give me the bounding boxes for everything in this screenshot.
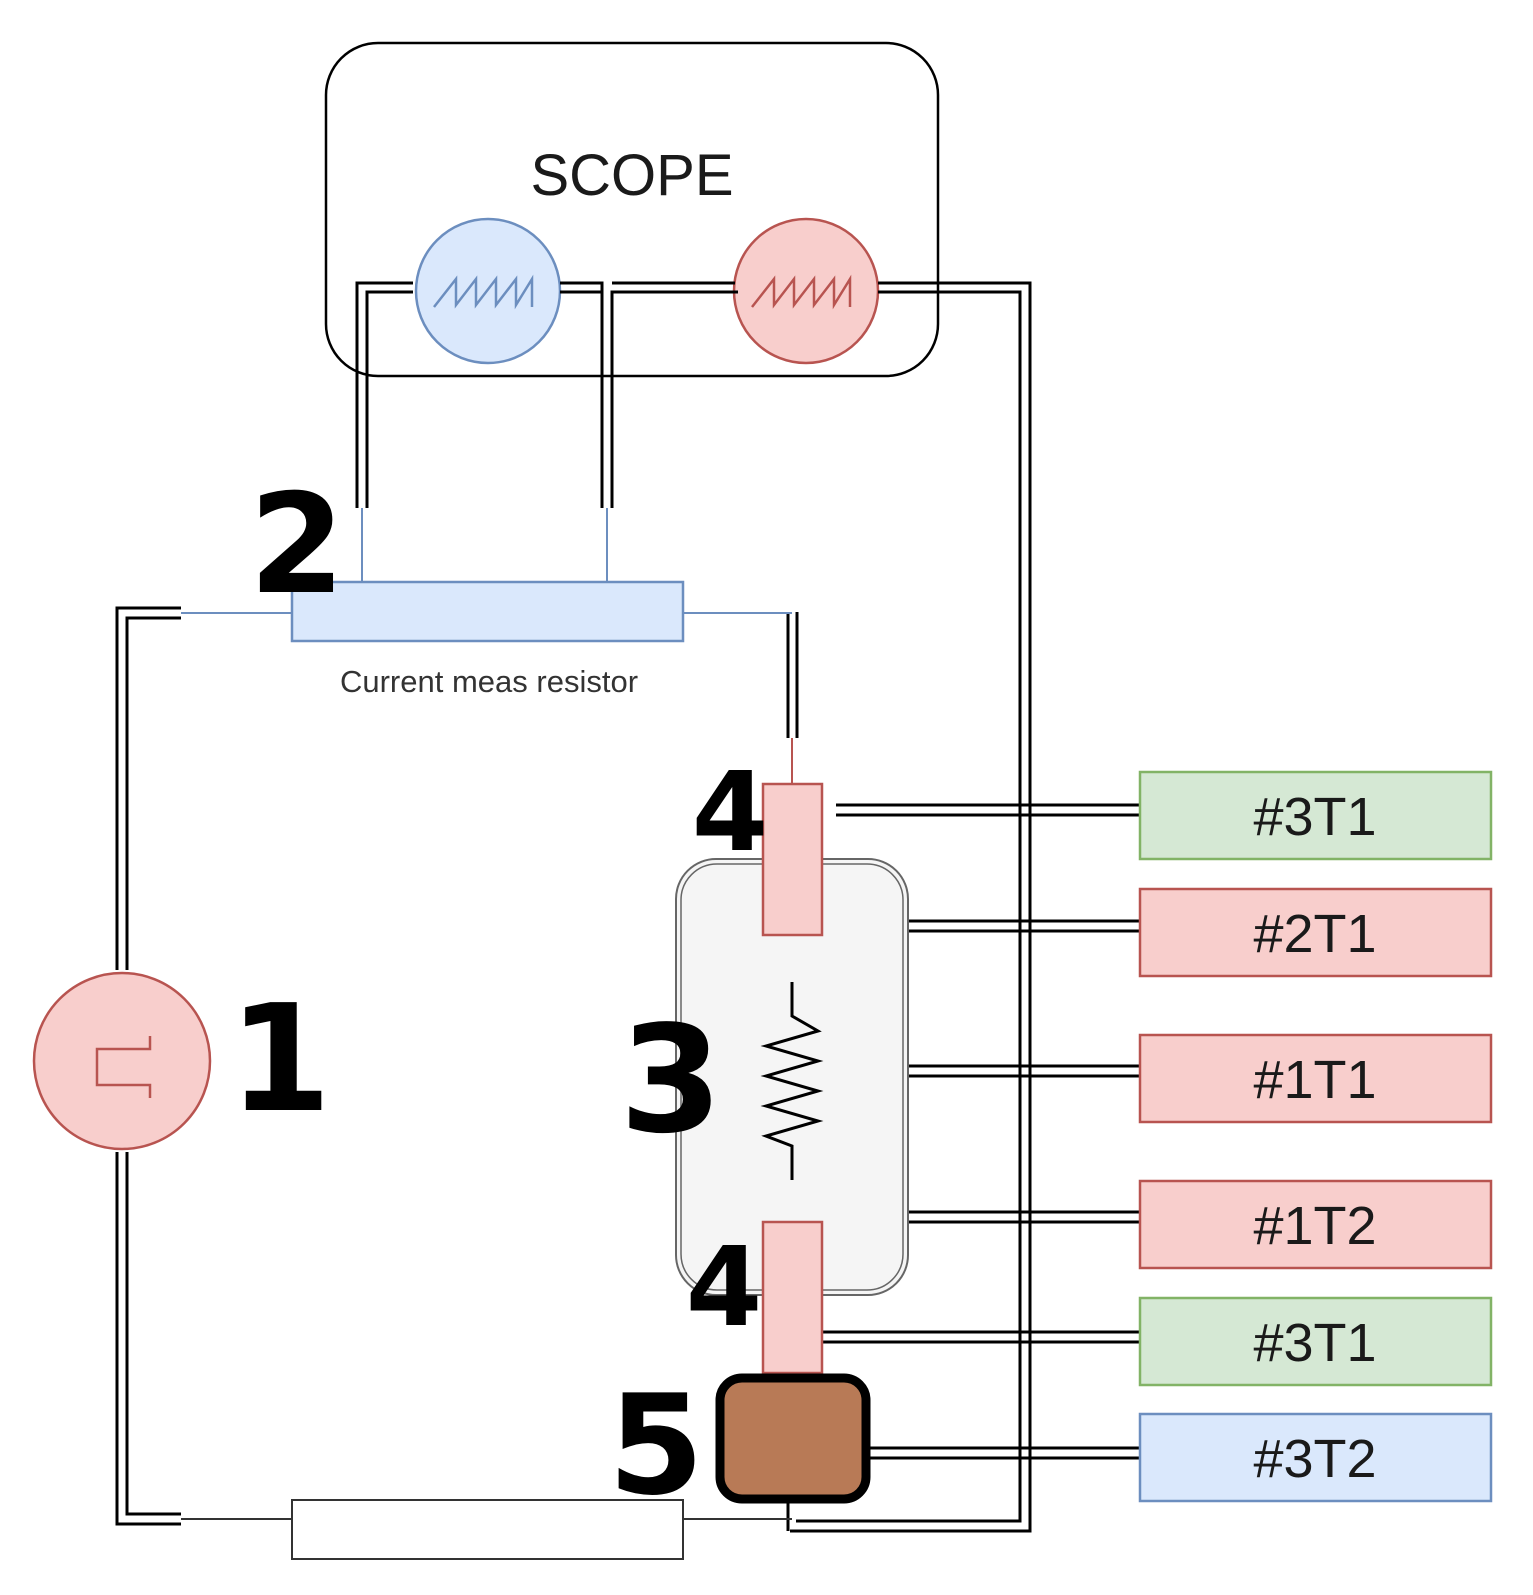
wire-left-bottom-inner xyxy=(125,1152,181,1516)
sensor-box-bg xyxy=(1138,887,1493,978)
number-5: 5 xyxy=(608,1365,704,1526)
sensor-box: #2T1 xyxy=(1138,887,1493,978)
wire-scope-mid-inner xyxy=(610,290,738,508)
top-electrode xyxy=(761,782,824,937)
source-circle xyxy=(32,971,212,1151)
wire-scope-left-outer xyxy=(355,281,413,508)
number-4-top: 4 xyxy=(692,748,769,876)
number-4-bottom: 4 xyxy=(686,1223,763,1351)
sensor-box: #1T1 xyxy=(1138,1033,1493,1124)
sensor-box: #3T1 xyxy=(1138,770,1493,861)
wire-left-top-outer xyxy=(115,606,181,970)
sensor-label: #3T1 xyxy=(1253,787,1376,847)
sensor-box: #3T2 xyxy=(1138,1412,1493,1503)
number-1: 1 xyxy=(229,973,332,1145)
sensor-box: #1T2 xyxy=(1138,1179,1493,1270)
current-meas-resistor: Current meas resistor xyxy=(290,580,685,699)
pulse-source xyxy=(32,971,212,1151)
sensor-label: #3T2 xyxy=(1253,1429,1376,1489)
sensor-box-bg xyxy=(1138,1412,1493,1503)
sensor-label: #2T1 xyxy=(1253,904,1376,964)
sensor-label: #1T1 xyxy=(1253,1050,1376,1110)
component-numbers: 2 1 3 4 4 5 xyxy=(229,464,769,1526)
oscilloscope: SCOPE xyxy=(324,41,940,378)
sensor-box-bg xyxy=(1138,770,1493,861)
wire-left-bottom-outer xyxy=(115,1152,181,1526)
scope-title: SCOPE xyxy=(530,143,733,208)
number-2: 2 xyxy=(249,464,345,625)
wires xyxy=(115,281,1140,1533)
sensor-box-bg xyxy=(1138,1179,1493,1270)
wire-scope-right-inner xyxy=(796,290,1022,1523)
wire-scope-right-outer xyxy=(790,281,1032,1533)
sensor-box-bg xyxy=(1138,1296,1493,1387)
wire-left-top-inner xyxy=(125,616,181,970)
bottom-resistor xyxy=(291,1499,684,1560)
pulse-wave-icon xyxy=(95,1036,152,1098)
wire-scope-left-inner xyxy=(365,290,413,508)
sample-resistor-icon xyxy=(760,982,824,1180)
heat-sink-block xyxy=(715,1373,871,1504)
wire-scope-mid-outer xyxy=(560,281,604,508)
sensor-box-bg xyxy=(1138,1033,1493,1124)
sawtooth-wave-icon xyxy=(751,274,852,310)
sawtooth-wave-icon xyxy=(433,274,534,310)
number-3: 3 xyxy=(620,994,723,1166)
sensor-label: #3T1 xyxy=(1253,1313,1376,1373)
bottom-electrode xyxy=(761,1220,824,1375)
sensor-label: #1T2 xyxy=(1253,1196,1376,1256)
scope-channel-blue xyxy=(414,217,562,365)
resistor-body xyxy=(290,580,685,643)
resistor-label: Current meas resistor xyxy=(340,664,638,699)
scope-channel-red xyxy=(732,217,880,365)
sensor-box: #3T1 xyxy=(1138,1296,1493,1387)
sensor-list: #3T1 #2T1 #1T1 #1T2 #3T1 #3T2 xyxy=(1138,770,1493,1503)
